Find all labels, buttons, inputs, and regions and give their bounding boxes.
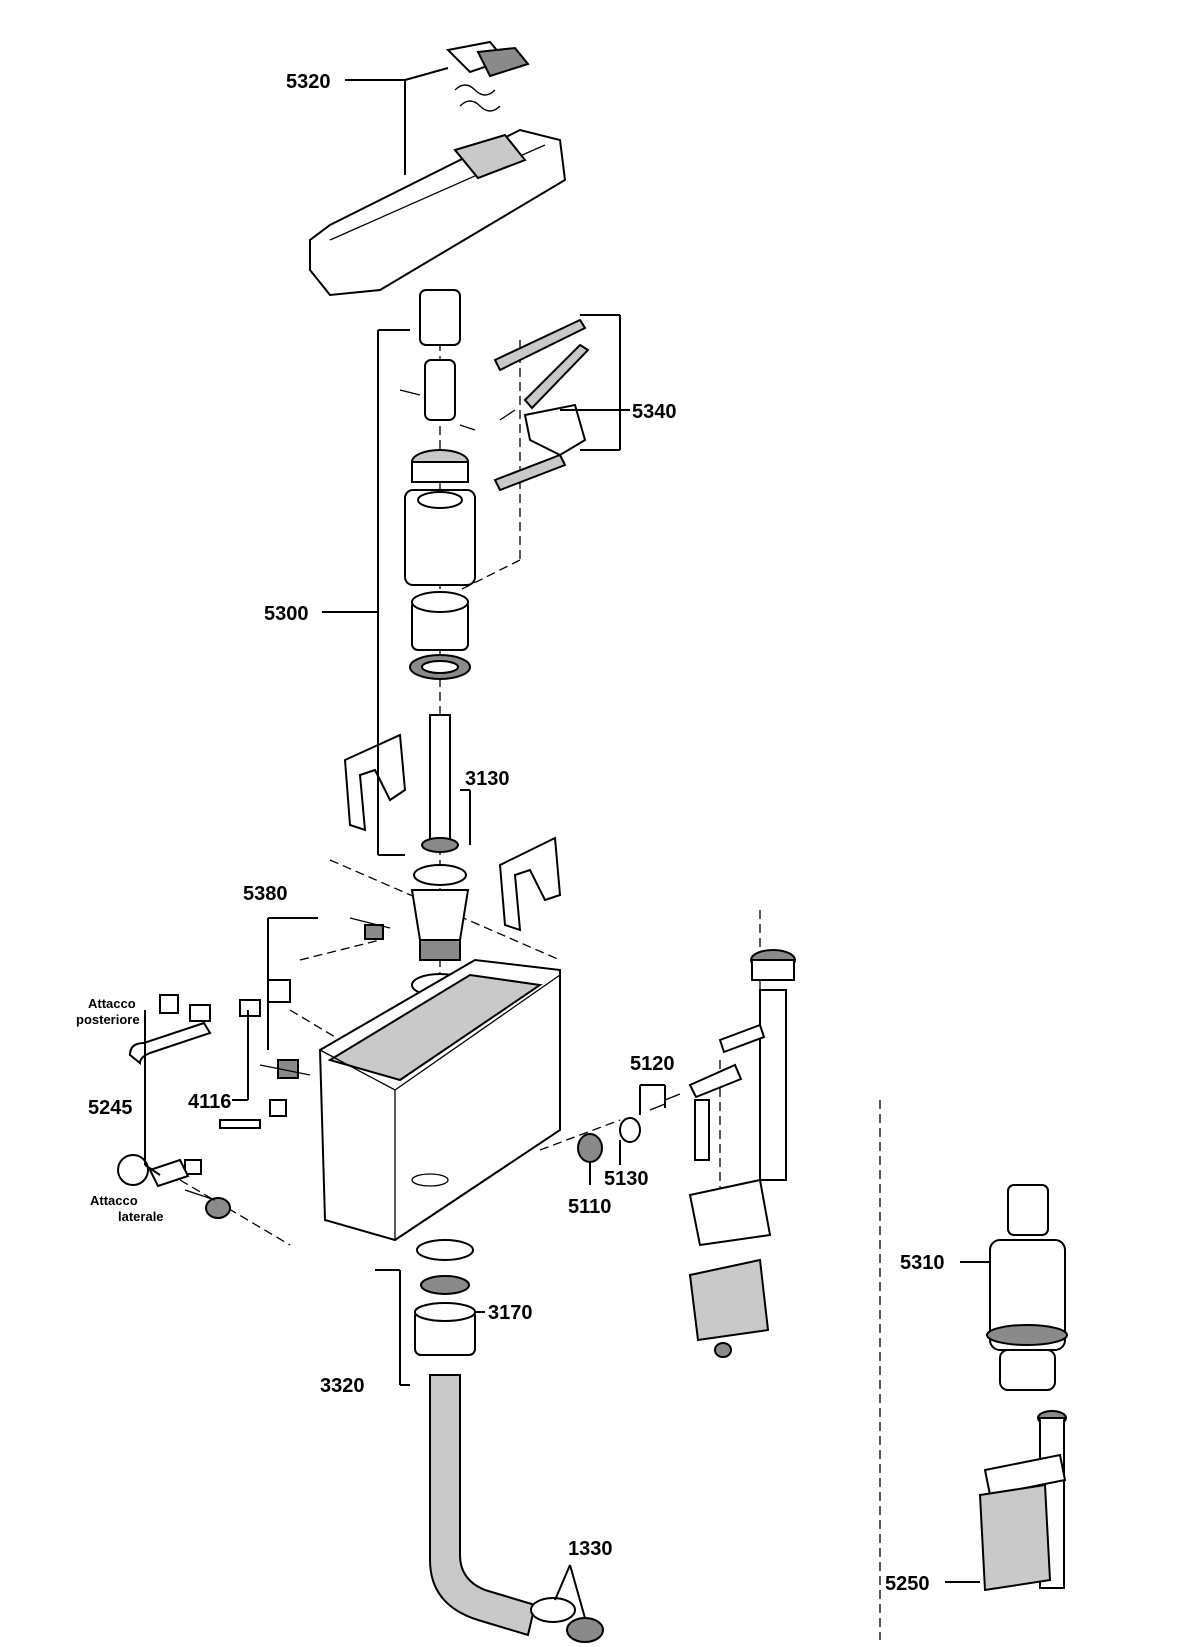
lid-assembly xyxy=(309,40,567,297)
label-5310: 5310 xyxy=(900,1252,945,1274)
label-3320: 3320 xyxy=(320,1375,365,1397)
spare-flush-valve xyxy=(986,1184,1068,1391)
flush-valve-stack xyxy=(399,289,476,997)
lever-assembly xyxy=(493,318,590,492)
label-5300: 5300 xyxy=(264,603,309,625)
label-5120: 5120 xyxy=(630,1053,675,1075)
label-5245: 5245 xyxy=(88,1097,133,1119)
cistern-tank xyxy=(318,958,561,1242)
label-attacco-posteriore-line1: Attacco xyxy=(88,996,136,1011)
label-1330: 1330 xyxy=(568,1538,613,1560)
label-5340: 5340 xyxy=(632,401,677,423)
label-5130: 5130 xyxy=(604,1168,649,1190)
leader-lines xyxy=(144,67,990,1619)
fill-valve-float xyxy=(688,949,796,1358)
label-3130: 3130 xyxy=(465,768,510,790)
label-5250: 5250 xyxy=(885,1573,930,1595)
spare-fill-valve xyxy=(978,1410,1067,1592)
flush-pipe xyxy=(414,1239,604,1643)
label-3170: 3170 xyxy=(488,1302,533,1324)
label-5320: 5320 xyxy=(286,71,331,93)
inlet-parts xyxy=(117,917,391,1219)
fill-valve-parts xyxy=(577,1093,681,1163)
label-attacco-posteriore-line2: posteriore xyxy=(76,1012,140,1027)
label-attacco-laterale-line2: laterale xyxy=(118,1209,164,1224)
part-labels: 5320 5340 5300 3130 5380 5120 Attacco po… xyxy=(76,71,945,1595)
label-5380: 5380 xyxy=(243,883,288,905)
label-4116: 4116 xyxy=(188,1091,231,1113)
bracket-assembly xyxy=(343,733,562,932)
label-5110: 5110 xyxy=(568,1196,611,1218)
label-attacco-laterale-line1: Attacco xyxy=(90,1193,138,1208)
